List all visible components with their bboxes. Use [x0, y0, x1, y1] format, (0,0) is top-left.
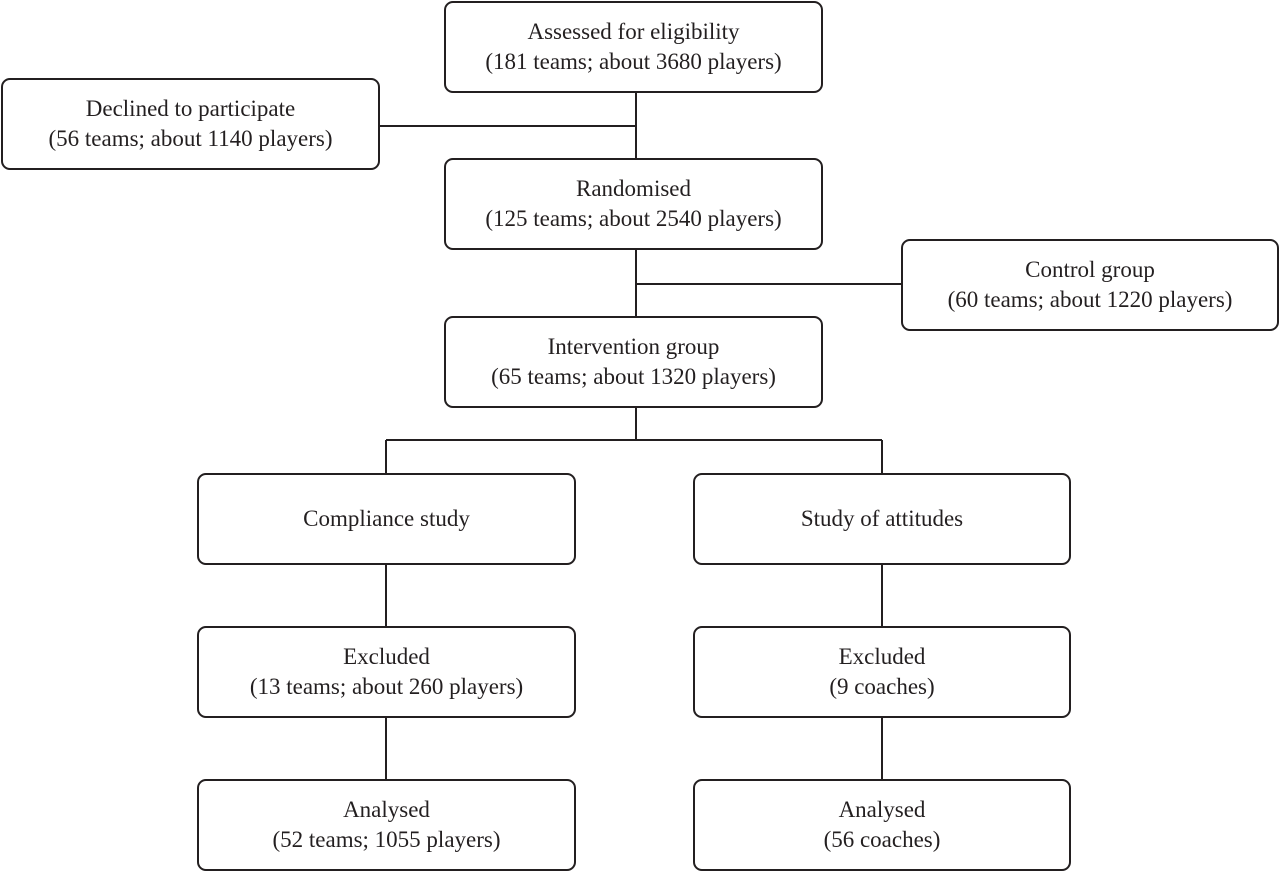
assessed-title: Assessed for eligibility	[527, 19, 740, 44]
excluded-compliance-detail: (13 teams; about 260 players)	[249, 674, 524, 699]
excluded-compliance-box: Excluded (13 teams; about 260 players)	[197, 626, 576, 718]
analysed-attitudes-detail: (56 coaches)	[823, 827, 941, 852]
excluded-attitudes-title: Excluded	[838, 644, 926, 669]
control-title: Control group	[1025, 257, 1155, 282]
declined-title: Declined to participate	[85, 96, 296, 121]
intervention-detail: (65 teams; about 1320 players)	[491, 364, 776, 389]
analysed-attitudes-title: Analysed	[838, 797, 926, 822]
compliance-title: Compliance study	[303, 506, 470, 531]
analysed-compliance-title: Analysed	[343, 797, 430, 822]
excluded-attitudes-box: Excluded (9 coaches)	[693, 626, 1071, 718]
assessed-for-eligibility-box: Assessed for eligibility (181 teams; abo…	[444, 1, 823, 93]
randomised-title: Randomised	[576, 176, 691, 201]
declined-detail: (56 teams; about 1140 players)	[48, 126, 333, 151]
randomised-detail: (125 teams; about 2540 players)	[485, 206, 782, 231]
analysed-attitudes-box: Analysed (56 coaches)	[693, 779, 1071, 871]
control-group-box: Control group (60 teams; about 1220 play…	[901, 239, 1279, 331]
control-detail: (60 teams; about 1220 players)	[947, 287, 1233, 312]
intervention-title: Intervention group	[547, 334, 720, 359]
declined-to-participate-box: Declined to participate (56 teams; about…	[1, 78, 380, 170]
study-of-attitudes-box: Study of attitudes	[693, 473, 1071, 565]
randomised-box: Randomised (125 teams; about 2540 player…	[444, 158, 823, 250]
attitudes-title: Study of attitudes	[800, 506, 964, 531]
excluded-compliance-title: Excluded	[343, 644, 430, 669]
analysed-compliance-box: Analysed (52 teams; 1055 players)	[197, 779, 576, 871]
intervention-group-box: Intervention group (65 teams; about 1320…	[444, 316, 823, 408]
excluded-attitudes-detail: (9 coaches)	[829, 674, 935, 699]
compliance-study-box: Compliance study	[197, 473, 576, 565]
assessed-detail: (181 teams; about 3680 players)	[485, 49, 782, 74]
analysed-compliance-detail: (52 teams; 1055 players)	[272, 827, 501, 852]
